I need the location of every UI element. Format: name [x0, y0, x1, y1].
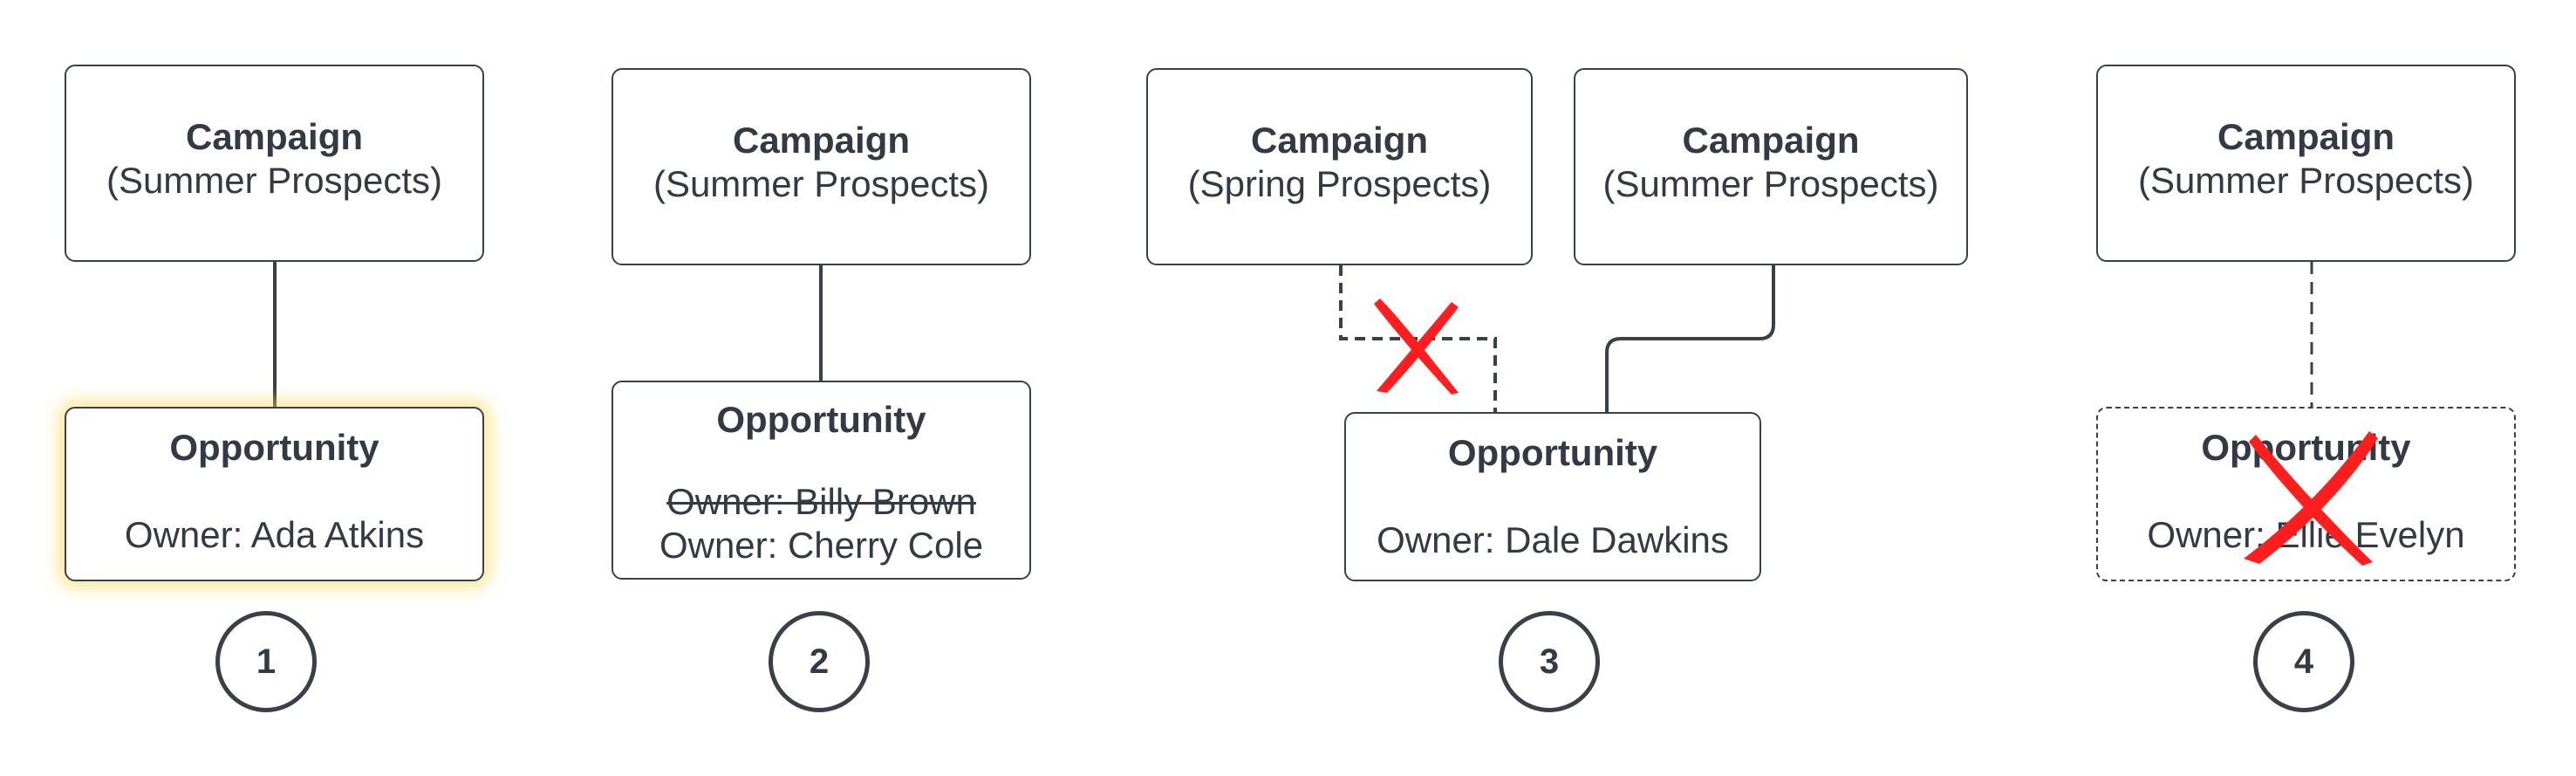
campaign-title: Campaign — [185, 116, 364, 157]
opportunity-title: Opportunity — [1447, 432, 1658, 473]
opportunity-owner: Owner: Ada Atkins — [124, 514, 425, 555]
campaign-title: Campaign — [1682, 120, 1860, 161]
opportunity-box-4-deleted[interactable]: Opportunity Owner: Ellie Evelyn — [2096, 407, 2516, 581]
campaign-title: Campaign — [1250, 120, 1429, 161]
previous-owner: Owner: Billy Brown — [666, 481, 976, 522]
opportunity-title: Opportunity — [169, 427, 379, 468]
campaign-box-3-summer[interactable]: Campaign (Summer Prospects) — [1574, 68, 1968, 265]
campaign-name: (Summer Prospects) — [2137, 160, 2475, 201]
campaign-box-3-spring[interactable]: Campaign (Spring Prospects) — [1146, 68, 1533, 265]
opportunity-title: Opportunity — [716, 399, 926, 440]
campaign-box-2[interactable]: Campaign (Summer Prospects) — [612, 68, 1031, 265]
opportunity-box-3[interactable]: Opportunity Owner: Dale Dawkins — [1344, 412, 1761, 581]
x-mark-icon — [1374, 299, 1459, 395]
opportunity-owner: Owner: Cherry Cole — [659, 525, 984, 566]
campaign-name: (Summer Prospects) — [1602, 163, 1939, 204]
campaign-name: (Spring Prospects) — [1187, 163, 1492, 204]
step-badge-3: 3 — [1499, 611, 1600, 712]
step-badge-1: 1 — [215, 611, 317, 712]
step-badge-2: 2 — [769, 611, 870, 712]
campaign-title: Campaign — [732, 120, 911, 161]
campaign-box-1[interactable]: Campaign (Summer Prospects) — [65, 65, 484, 262]
opportunity-box-2[interactable]: Opportunity Owner: Billy Brown Owner: Ch… — [612, 381, 1031, 580]
campaign-title: Campaign — [2217, 116, 2395, 157]
connector-3-removed — [1339, 265, 1497, 412]
opportunity-title: Opportunity — [2201, 427, 2411, 468]
campaign-box-4[interactable]: Campaign (Summer Prospects) — [2096, 65, 2516, 262]
x-mark-icon — [2244, 431, 2378, 566]
opportunity-owner: Owner: Dale Dawkins — [1377, 519, 1729, 560]
connector-3-active — [1605, 265, 1775, 412]
campaign-name: (Summer Prospects) — [106, 160, 443, 201]
opportunity-box-1[interactable]: Opportunity Owner: Ada Atkins — [65, 407, 484, 581]
step-badge-4: 4 — [2253, 611, 2354, 712]
campaign-name: (Summer Prospects) — [653, 163, 990, 204]
